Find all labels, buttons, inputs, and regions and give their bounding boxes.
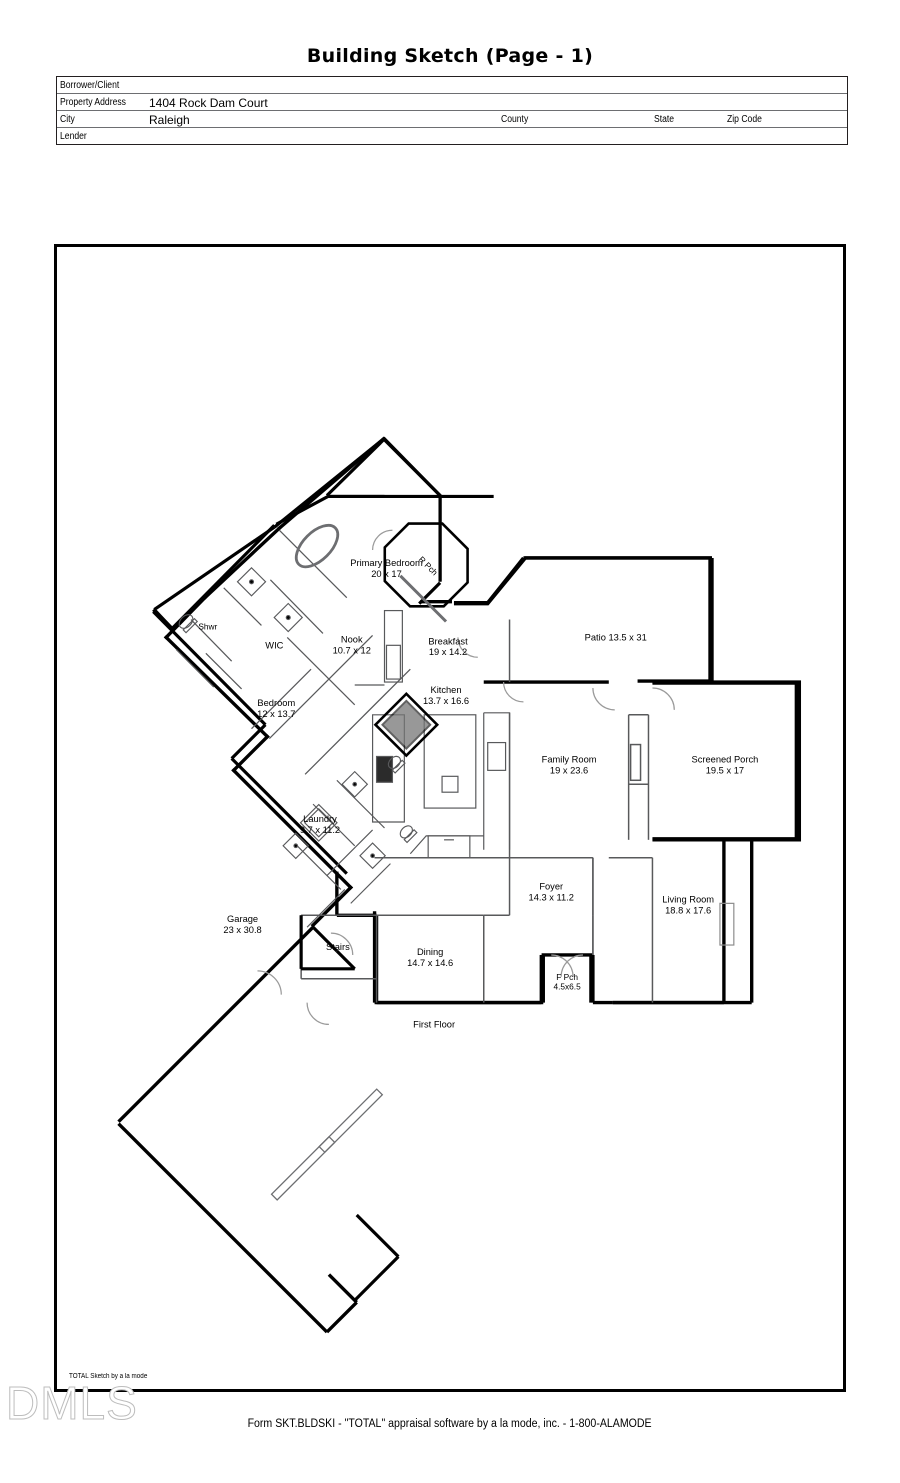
room-label-family-room: Family Room 19 x 23.6 <box>542 754 597 775</box>
door-swings <box>257 529 675 1026</box>
rear-porch-outline <box>383 522 469 608</box>
page-title: Building Sketch (Page - 1) <box>306 45 594 67</box>
room-name-family-room: Family Room <box>542 754 597 764</box>
room-label-wic: WIC <box>265 640 283 650</box>
room-name-front-porch: F Pch <box>556 972 578 982</box>
room-dims-front-porch: 4.5x6.5 <box>553 982 581 992</box>
room-label-garage: Garage 23 x 30.8 <box>223 914 261 935</box>
room-name-laundry: Laundry <box>303 814 337 824</box>
room-label-patio: Patio 13.5 x 31 <box>585 632 647 642</box>
city-value-cell[interactable]: Raleigh <box>146 110 498 128</box>
table-row-city: City Raleigh County State Zip Code <box>57 110 847 128</box>
county-label: County <box>501 114 529 125</box>
bathtub <box>294 523 340 569</box>
garage-right-wall <box>353 1213 400 1302</box>
lender-label: Lender <box>60 131 87 142</box>
footer-form-line: Form SKT.BLDSKI - "TOTAL" appraisal soft… <box>0 1418 900 1430</box>
room-label-front-porch: F Pch 4.5x6.5 <box>553 972 581 992</box>
garage-door <box>270 1088 384 1201</box>
room-label-living-room: Living Room 18.8 x 17.6 <box>662 894 714 915</box>
zip-cell[interactable]: Zip Code <box>724 110 847 128</box>
room-label-kitchen: Kitchen 13.7 x 16.6 <box>423 685 469 706</box>
room-dims-family-room: 19 x 23.6 <box>550 765 588 775</box>
room-label-breakfast: Breakfast 19 x 14.2 <box>428 636 468 657</box>
room-label-bedroom: Bedroom 12 x 13.7 <box>257 698 295 719</box>
floor-plan-geometry <box>117 436 802 1334</box>
room-labels: Primary Bedroom 20 x 17 Shwr WIC Bedroom… <box>198 554 758 1029</box>
city-label: City <box>60 114 75 125</box>
room-label-laundry: Laundry 9.7 x 11.2 <box>300 814 340 835</box>
room-label-screened-porch: Screened Porch 19.5 x 17 <box>692 754 759 775</box>
room-dims-kitchen: 13.7 x 16.6 <box>423 696 469 706</box>
sketch-canvas: Primary Bedroom 20 x 17 Shwr WIC Bedroom… <box>57 247 843 1389</box>
floor-level-label: First Floor <box>413 1019 455 1029</box>
table-row-address: Property Address 1404 Rock Dam Court <box>57 93 847 111</box>
interior-walls <box>300 619 654 1003</box>
address-label-cell: Property Address <box>57 93 146 111</box>
main-block-walls <box>372 556 799 1005</box>
floor-plan-drawing: Primary Bedroom 20 x 17 Shwr WIC Bedroom… <box>117 436 802 1334</box>
sketch-credit: TOTAL Sketch by a la mode <box>69 1373 148 1380</box>
property-info-table: Borrower/Client Property Address 1404 Ro… <box>56 76 848 145</box>
room-dims-living-room: 18.8 x 17.6 <box>665 905 711 915</box>
room-name-kitchen: Kitchen <box>430 685 461 695</box>
master-bath-fixtures <box>178 566 304 634</box>
room-label-dining: Dining 14.7 x 14.6 <box>407 947 453 968</box>
room-label-nook: Nook 10.7 x 12 <box>333 634 371 655</box>
dmls-watermark: DMLS <box>6 1377 138 1430</box>
borrower-value-cell[interactable] <box>146 77 847 94</box>
city-value: Raleigh <box>149 113 190 127</box>
zip-code-label: Zip Code <box>727 114 762 125</box>
room-dims-garage: 23 x 30.8 <box>223 925 261 935</box>
nw-interior-partitions <box>175 529 411 775</box>
property-address-label: Property Address <box>60 97 126 108</box>
room-label-stairs: Stairs <box>326 942 350 952</box>
state-cell[interactable]: State <box>651 110 724 128</box>
room-name-dining: Dining <box>417 947 443 957</box>
county-cell[interactable]: County <box>498 110 651 128</box>
room-label-foyer: Foyer 14.3 x 11.2 <box>529 881 574 902</box>
address-value-cell[interactable]: 1404 Rock Dam Court <box>146 93 847 111</box>
sketch-frame: Primary Bedroom 20 x 17 Shwr WIC Bedroom… <box>54 244 846 1392</box>
room-name-nook: Nook <box>341 634 363 644</box>
room-label-shwr: Shwr <box>198 621 217 631</box>
room-dims-dining: 14.7 x 14.6 <box>407 958 453 968</box>
room-name-screened-porch: Screened Porch <box>692 754 759 764</box>
room-dims-breakfast: 19 x 14.2 <box>429 647 467 657</box>
state-label: State <box>654 114 675 125</box>
room-dims-bedroom: 12 x 13.7 <box>257 709 295 719</box>
room-dims-nook: 10.7 x 12 <box>333 645 371 655</box>
windows <box>719 902 735 946</box>
room-dims-laundry: 9.7 x 11.2 <box>300 825 340 835</box>
city-label-cell: City <box>57 110 146 128</box>
garage-walls <box>117 925 358 1334</box>
lender-value-cell[interactable] <box>146 128 847 145</box>
room-dims-screened-porch: 19.5 x 17 <box>706 765 744 775</box>
table-row-borrower: Borrower/Client <box>57 77 847 94</box>
rear-porch-rail <box>399 574 448 623</box>
room-name-breakfast: Breakfast <box>428 636 468 646</box>
main-outline <box>335 556 802 1005</box>
garage-to-stairs <box>299 915 356 971</box>
room-name-foyer: Foyer <box>539 881 563 891</box>
table-row-lender: Lender <box>57 128 847 145</box>
room-dims-primary-bedroom: 20 x 17 <box>371 569 402 579</box>
property-address-value: 1404 Rock Dam Court <box>149 96 268 110</box>
room-name-living-room: Living Room <box>662 894 714 904</box>
borrower-label: Borrower/Client <box>60 80 120 91</box>
borrower-label-cell: Borrower/Client <box>57 77 146 94</box>
diagonal-wing-walls <box>163 436 386 928</box>
room-label-primary-bedroom: Primary Bedroom 20 x 17 <box>350 558 423 579</box>
room-name-bedroom: Bedroom <box>257 698 295 708</box>
laundry-fixtures <box>282 755 418 928</box>
room-dims-foyer: 14.3 x 11.2 <box>529 892 574 902</box>
room-name-primary-bedroom: Primary Bedroom <box>350 558 423 568</box>
room-name-garage: Garage <box>227 914 258 924</box>
lender-label-cell: Lender <box>57 128 146 145</box>
footer-form-text: Form SKT.BLDSKI - "TOTAL" appraisal soft… <box>247 1418 653 1430</box>
